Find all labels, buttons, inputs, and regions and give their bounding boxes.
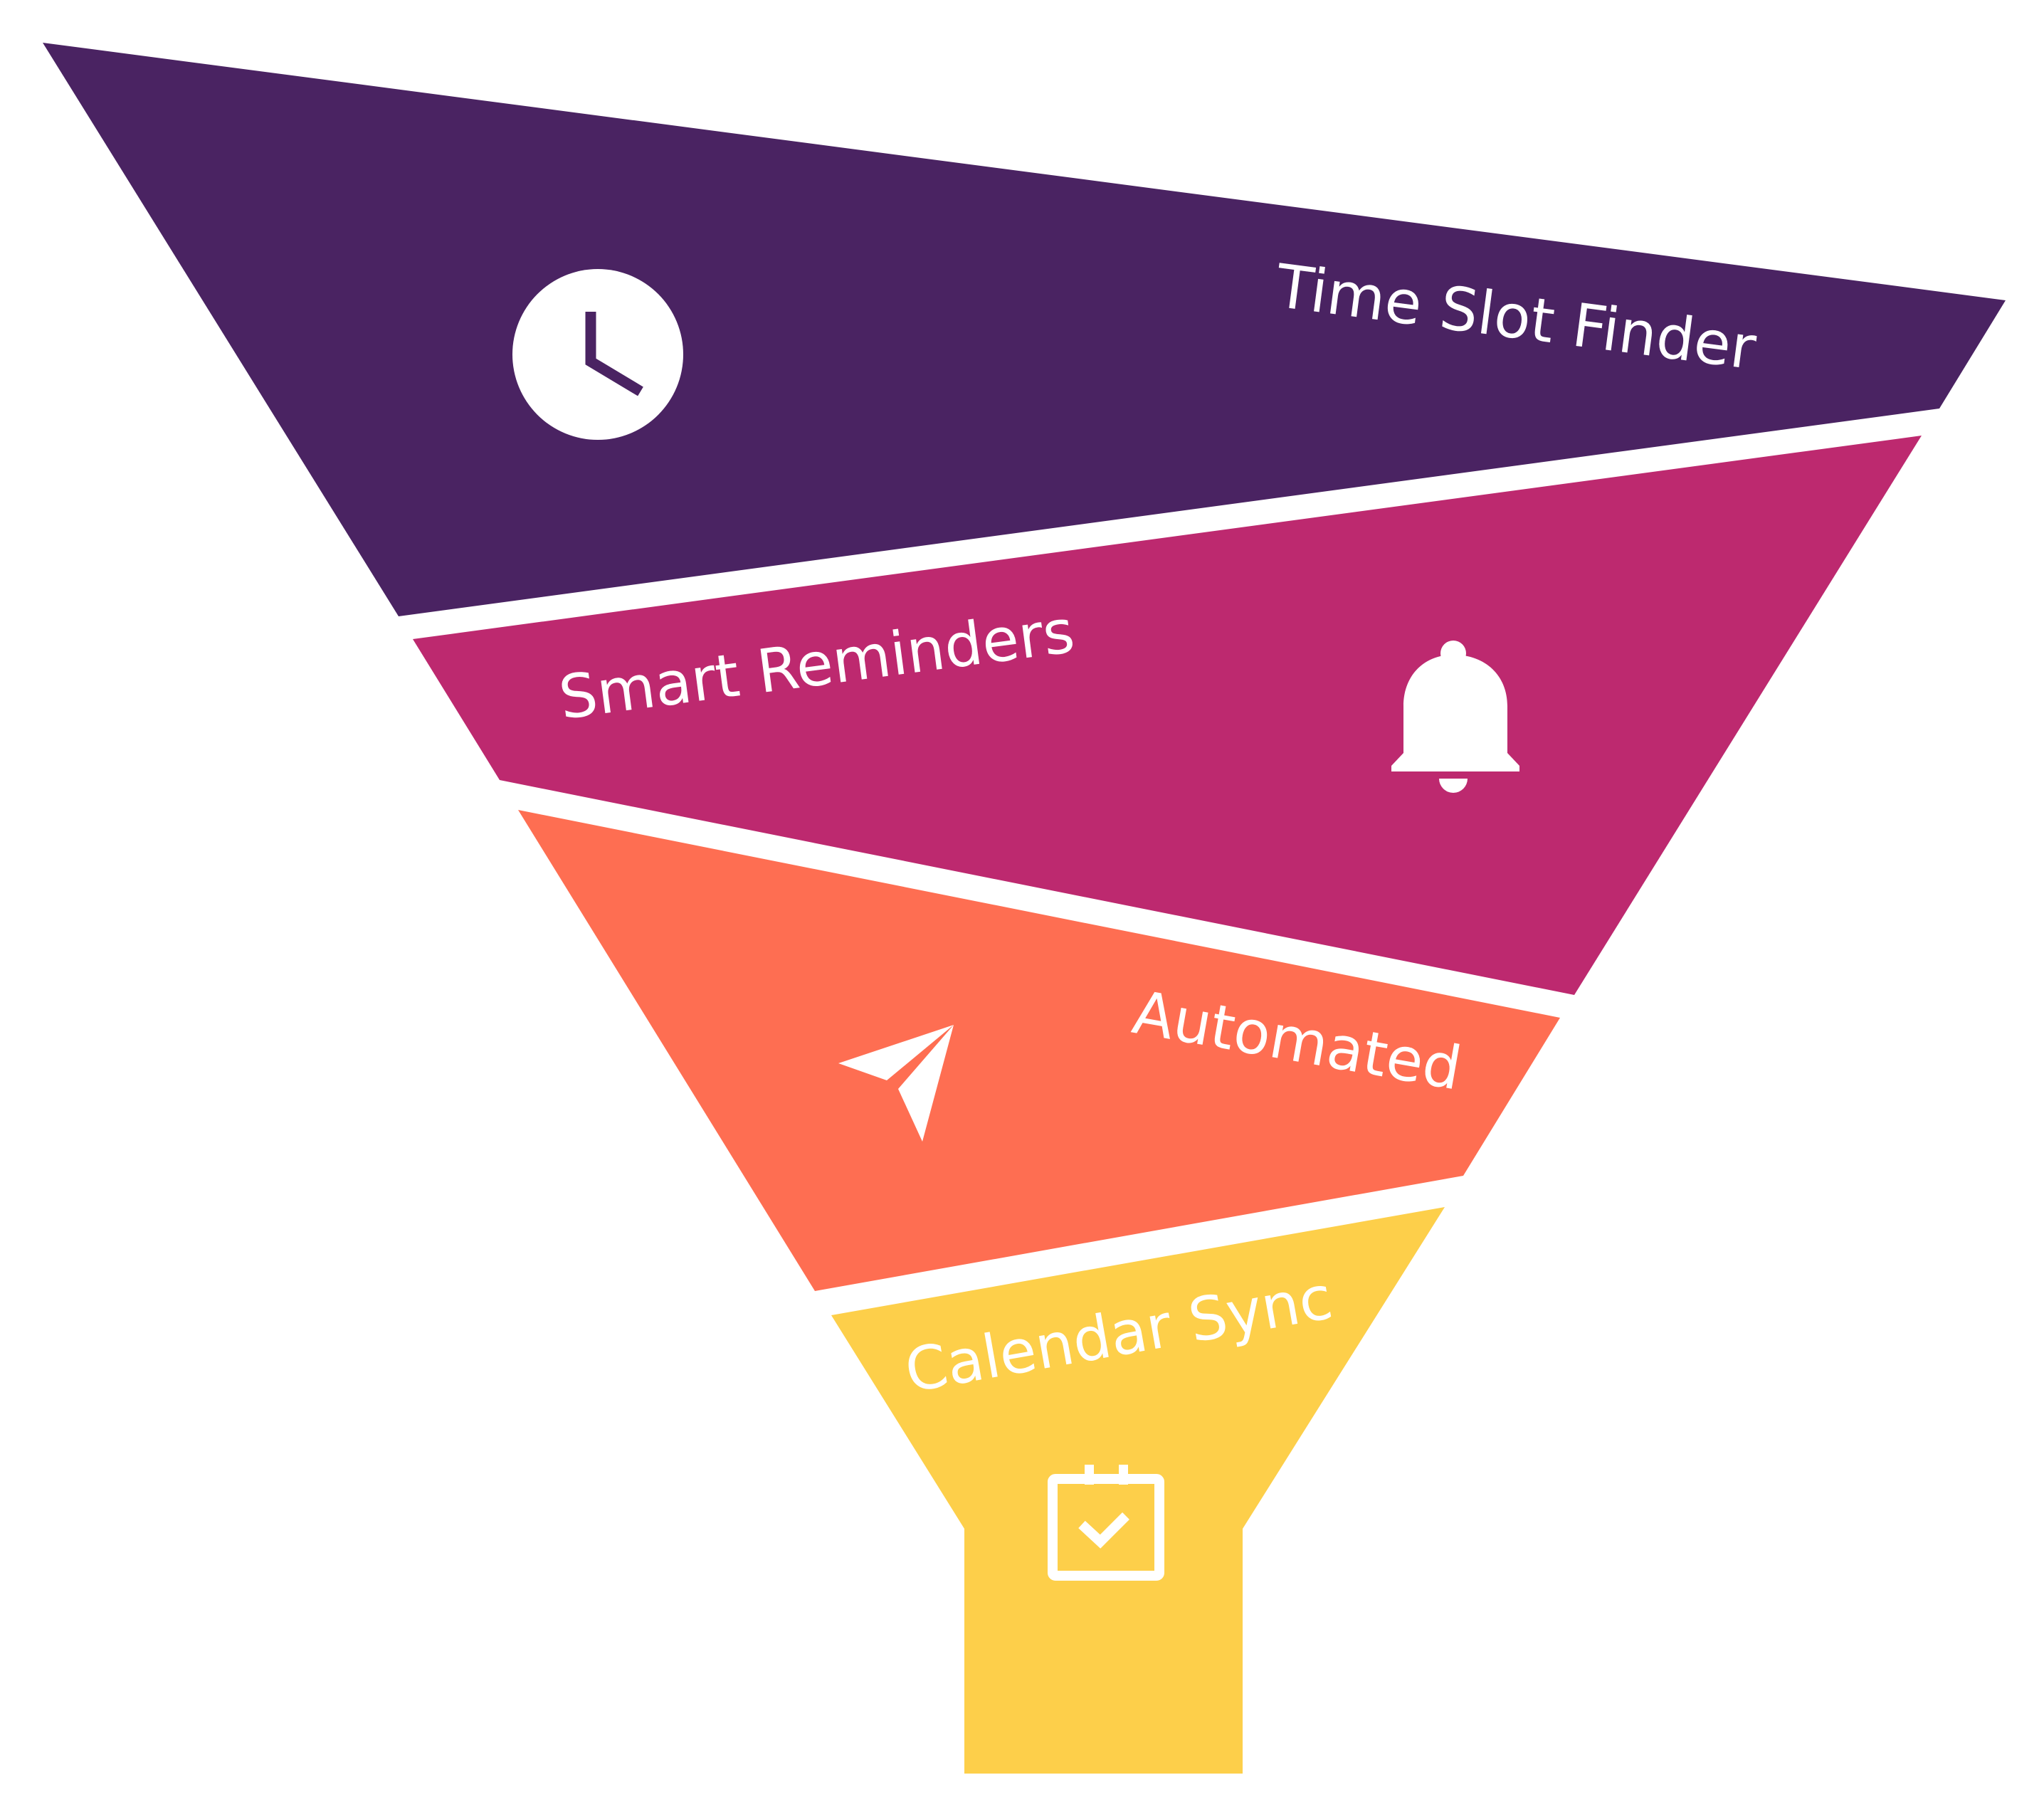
bell-icon [1391, 641, 1519, 793]
funnel-stage-automated: Automated [518, 810, 1560, 1291]
paper-plane-icon [838, 1025, 954, 1142]
clock-icon [512, 269, 683, 440]
stage-band [518, 810, 1560, 1291]
stage-band [413, 436, 1922, 995]
funnel-stage-time-slot-finder: Time Slot Finder [43, 43, 2006, 616]
funnel-stage-calendar-sync: Calendar Sync [831, 1207, 1445, 1774]
stage-band [43, 43, 2006, 616]
stage-band [831, 1207, 1445, 1774]
calendar-check-icon [1048, 1465, 1164, 1581]
funnel-stage-smart-reminders: Smart Reminders [413, 436, 1922, 995]
